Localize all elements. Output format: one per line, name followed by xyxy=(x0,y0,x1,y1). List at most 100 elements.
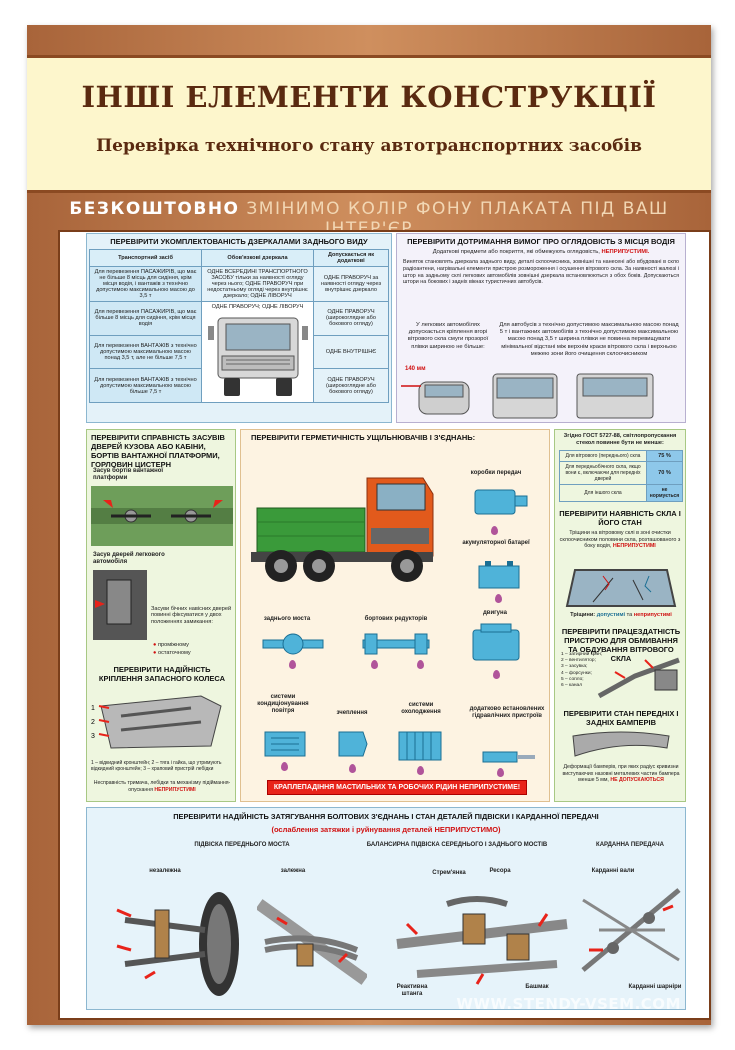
spare-title: ПЕРЕВІРИТИ НАДІЙНІСТЬ КРІПЛЕННЯ ЗАПАСНОГ… xyxy=(98,665,226,683)
col-cardan: КАРДАННА ПЕРЕДАЧА xyxy=(596,842,664,848)
svg-text:2: 2 xyxy=(91,719,95,726)
mirrors-cell: Для перевезення ВАНТАЖІВ з технічно допу… xyxy=(89,334,202,370)
label-cardan-joints: Карданні шарніри xyxy=(628,984,682,990)
glass-check-text: Тріщини на вітровому склі в зоні очистки… xyxy=(555,530,685,550)
glass-check-body: Тріщини на вітровому склі в зоні очистки… xyxy=(559,529,681,550)
spare-note-text: Несправність тримача, лебідки та механіз… xyxy=(93,780,231,793)
page-subtitle: Перевірка технічного стану автотранспорт… xyxy=(96,136,642,156)
glass-cell: Для передньобічного скла, якщо вони є, в… xyxy=(559,460,647,485)
drop-icon xyxy=(417,660,424,669)
glass-value: 70 % xyxy=(646,460,683,485)
glass-value: не нормується xyxy=(646,483,683,502)
bumper-red: НЕ ДОПУСКАЮТЬСЯ xyxy=(610,777,664,783)
glass-cell: Для іншого скла xyxy=(559,483,647,502)
leak-warning: КРАПЛЕПАДІННЯ МАСТИЛЬНИХ ТА РОБОЧИХ РІДИ… xyxy=(267,780,527,795)
mirrors-panel: ПЕРЕВІРИТИ УКОМПЛЕКТОВАНІСТЬ ДЗЕРКАЛАМИ … xyxy=(86,233,392,423)
glass-cell: Для вітрового (переднього) скла xyxy=(559,449,647,462)
balancer-suspension-illustration xyxy=(396,896,568,985)
crack-legend-label: Тріщини: xyxy=(570,612,596,618)
mirrors-header: Обов'язкові дзеркала xyxy=(201,249,314,267)
seal-label: акумуляторної батареї xyxy=(462,540,530,546)
label-dependent: залежна xyxy=(280,868,306,874)
washer-legend-item: 6 – канал xyxy=(561,683,582,689)
label-independent: незалежна xyxy=(149,868,181,874)
mirrors-title: ПЕРЕВІРИТИ УКОМПЛЕКТОВАНІСТЬ ДЗЕРКАЛАМИ … xyxy=(110,237,368,246)
locks-label-car-door: Засув дверей легкового автомобіля xyxy=(93,552,165,565)
mirrors-cell: Для перевезення ПАСАЖИРІВ, що має не біл… xyxy=(89,266,202,302)
spare-note-red: НЕПРИПУСТИМІ xyxy=(154,786,196,793)
seals-panel: ПЕРЕВІРИТИ ГЕРМЕТИЧНІСТЬ УЩІЛЬНЮВАЧІВ І … xyxy=(240,429,550,802)
drop-icon xyxy=(371,660,378,669)
content-area: ПЕРЕВІРИТИ УКОМПЛЕКТОВАНІСТЬ ДЗЕРКАЛАМИ … xyxy=(58,230,711,1020)
header: ІНШІ ЕЛЕМЕНТИ КОНСТРУКЦІЇ Перевірка техн… xyxy=(27,55,711,193)
glass-panel: Згідно ГОСТ 5727-88, світлопропускання с… xyxy=(554,429,686,802)
label-shoe: Башмак xyxy=(525,984,549,990)
cardan-illustration xyxy=(581,888,681,972)
locks-panel: ПЕРЕВІРИТИ СПРАВНІСТЬ ЗАСУВІВ ДВЕРЕЙ КУЗ… xyxy=(86,429,236,802)
seal-label: двигуна xyxy=(483,610,507,616)
seal-label: системи кондиціонування повітря xyxy=(257,694,309,714)
truck-front-illustration xyxy=(207,317,308,396)
mirrors-cell: ОДНЕ ПРАВОРУЧ (широкоглядне або бокового… xyxy=(313,368,389,403)
glass-check-red: НЕПРИПУСТИМІ xyxy=(612,543,656,550)
col-front-axle: ПІДВІСКА ПЕРЕДНЬОГО МОСТА xyxy=(194,842,290,848)
col-balancer: БАЛАНСИРНА ПІДВІСКА СЕРЕДНЬОГО І ЗАДНЬОГ… xyxy=(366,842,548,848)
page-title: ІНШІ ЕЛЕМЕНТИ КОНСТРУКЦІЇ xyxy=(81,80,657,114)
mirrors-header: Допускається як додаткові xyxy=(313,249,389,267)
watermark: WWW.STENDY-VSEM.COM xyxy=(456,995,681,1013)
crack-bad: неприпустимі xyxy=(633,612,672,618)
spare-wheel-illustration: 1 2 3 xyxy=(91,695,222,749)
drop-icon xyxy=(497,768,504,777)
bumper-illustration xyxy=(572,731,670,757)
mirrors-cell: ОДНЕ ПРАВОРУЧ; ОДНЕ ЛІВОРУЧ xyxy=(201,301,314,403)
hydraulic-icon xyxy=(482,751,535,763)
label-reactive-rod: Реактивна штанга xyxy=(396,984,428,997)
drop-icon xyxy=(495,594,502,603)
spare-note: Несправність тримача, лебідки та механіз… xyxy=(91,780,233,793)
bolts-panel: ПЕРЕВІРИТИ НАДІЙНІСТЬ ЗАТЯГУВАННЯ БОЛТОВ… xyxy=(86,807,686,1010)
car-door-latch-illustration xyxy=(93,570,147,640)
drop-icon xyxy=(417,766,424,775)
crack-ok: допустимі xyxy=(596,612,626,618)
rear-axle-icon xyxy=(262,633,324,655)
dependent-suspension-illustration xyxy=(257,899,367,985)
drop-icon xyxy=(349,764,356,773)
locks-legend-intermediate-text: проміжному xyxy=(157,642,189,648)
platform-latch-illustration xyxy=(91,486,233,546)
mirrors-cell: ОДНЕ ПРАВОРУЧ (широкоглядне або бокового… xyxy=(313,301,389,336)
drop-icon xyxy=(493,670,500,679)
visibility-panel: ПЕРЕВІРИТИ ДОТРИМАННЯ ВИМОГ ПРО ОГЛЯДОВІ… xyxy=(396,233,686,423)
visibility-p2: Виняток становлять дзеркала заднього вид… xyxy=(403,259,679,286)
locks-label-side-doors: Засуви бічних навісних дверей повинні фі… xyxy=(151,606,232,625)
mirrors-cell: ОДНЕ ВНУТРІШНЄ xyxy=(313,334,389,370)
svg-text:1: 1 xyxy=(91,705,95,712)
locks-title: ПЕРЕВІРИТИ СПРАВНІСТЬ ЗАСУВІВ ДВЕРЕЙ КУЗ… xyxy=(91,433,225,469)
washer-legend-item: 5 – сопло; xyxy=(561,676,584,682)
mirrors-cell: Для перевезення ВАНТАЖІВ з технічно допу… xyxy=(89,368,202,403)
vehicles-front-illustration xyxy=(401,373,654,419)
bus-film-note: Для автобусів з технічно допустимою макс… xyxy=(499,322,679,357)
drop-icon xyxy=(289,660,296,669)
mirrors-cell-text: ОДНЕ ПРАВОРУЧ; ОДНЕ ЛІВОРУЧ xyxy=(211,304,304,310)
washer-legend-item: 1 – затирний кран; xyxy=(561,652,603,657)
bumper-text: Деформації бамперів, при яких радіус кри… xyxy=(557,764,685,784)
seal-label: бортових редукторів xyxy=(364,616,428,622)
washer-legend: 1 – затирний кран; 2 – вентилятор; 3 – з… xyxy=(561,652,602,689)
seal-label: заднього моста xyxy=(263,616,311,622)
bolts-title: ПЕРЕВІРИТИ НАДІЙНІСТЬ ЗАТЯГУВАННЯ БОЛТОВ… xyxy=(173,812,599,821)
engine-icon xyxy=(472,623,520,661)
washer-legend-item: 4 – форсунки; xyxy=(561,670,592,676)
banner-bold: БЕЗКОШТОВНО xyxy=(69,199,240,219)
mirrors-cell: ОДНЕ ВСЕРЕДИНІ ТРАНСПОРТНОГО ЗАСОБУ тіль… xyxy=(201,266,314,302)
visibility-p1: Додаткові предмети або покриття, які обм… xyxy=(432,249,600,255)
visibility-title: ПЕРЕВІРИТИ ДОТРИМАННЯ ВИМОГ ПРО ОГЛЯДОВІ… xyxy=(407,237,675,246)
locks-legend-final-text: остаточному xyxy=(157,650,191,656)
gearbox-icon xyxy=(474,489,528,515)
crack-legend: Тріщини: допустимі та неприпустимі xyxy=(555,612,685,619)
label-stirrup: Стрем'янка xyxy=(432,870,466,876)
seal-label: зчеплення xyxy=(336,710,368,716)
battery-icon xyxy=(478,561,520,589)
crack-and: та xyxy=(626,612,633,618)
drop-icon xyxy=(491,526,498,535)
independent-suspension-illustration xyxy=(116,892,239,996)
